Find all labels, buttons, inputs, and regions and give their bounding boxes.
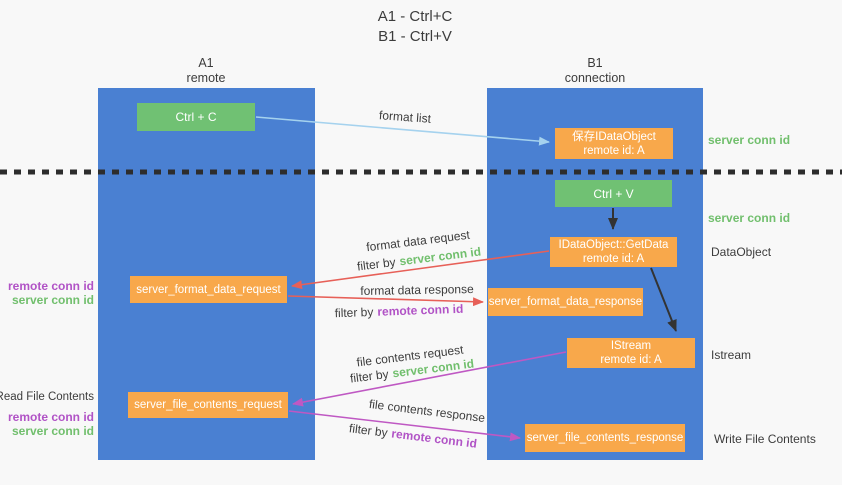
node-server-format-data-request: server_format_data_request bbox=[130, 276, 287, 303]
label-server-conn-id-format: server conn id bbox=[11, 293, 94, 307]
node-save-idataobject-line1: 保存IDataObject bbox=[572, 130, 656, 143]
node-ctrl-c: Ctrl + C bbox=[137, 103, 255, 131]
node-ctrl-c-label: Ctrl + C bbox=[175, 110, 217, 124]
lane-b1-title: B1 bbox=[587, 56, 603, 70]
filter-prefix: filter by bbox=[349, 366, 390, 386]
filter-key-remote-conn-id: remote conn id bbox=[390, 426, 478, 451]
title-line-2: B1 - Ctrl+V bbox=[378, 28, 452, 45]
filter-prefix: filter by bbox=[334, 304, 374, 321]
node-idataobject-getdata: IDataObject::GetData remote id: A bbox=[550, 237, 677, 267]
lane-a1-title: A1 bbox=[198, 56, 214, 70]
node-server-format-data-response-label: server_format_data_response bbox=[488, 296, 643, 308]
node-istream-line1: IStream bbox=[610, 340, 652, 352]
node-server-file-contents-request-label: server_file_contents_request bbox=[134, 399, 282, 411]
lane-b1-header: B1 connection bbox=[535, 56, 655, 86]
label-server-conn-id-mid: server conn id bbox=[708, 211, 791, 225]
node-ctrl-v: Ctrl + V bbox=[555, 180, 672, 207]
node-istream: IStream remote id: A bbox=[567, 338, 695, 368]
filter-prefix: filter by bbox=[348, 421, 389, 440]
title-line-1: A1 - Ctrl+C bbox=[377, 8, 453, 25]
label-server-conn-id-top: server conn id bbox=[708, 133, 791, 147]
lane-b1-subtitle: connection bbox=[564, 71, 626, 85]
label-remote-conn-id-file: remote conn id bbox=[7, 410, 94, 424]
label-server-conn-id-file: server conn id bbox=[11, 424, 94, 438]
node-idataobject-getdata-line1: IDataObject::GetData bbox=[558, 239, 669, 251]
node-server-file-contents-request: server_file_contents_request bbox=[128, 392, 288, 418]
filter-key-remote-conn-id: remote conn id bbox=[377, 301, 464, 319]
node-server-file-contents-response-label: server_file_contents_response bbox=[526, 432, 684, 444]
node-save-idataobject-line2: remote id: A bbox=[583, 144, 645, 157]
node-server-format-data-request-label: server_format_data_request bbox=[136, 283, 281, 296]
label-write-file-contents: Write File Contents bbox=[714, 432, 816, 446]
filter-prefix: filter by bbox=[356, 254, 397, 274]
node-save-idataobject: 保存IDataObject remote id: A bbox=[555, 128, 673, 159]
label-istream: Istream bbox=[711, 348, 752, 362]
lane-a1-subtitle: remote bbox=[186, 71, 226, 85]
label-remote-conn-id-format: remote conn id bbox=[7, 279, 94, 293]
label-dataobject: DataObject bbox=[711, 245, 772, 259]
diagram-title: A1 - Ctrl+C B1 - Ctrl+V bbox=[300, 7, 530, 47]
label-read-file-contents: Read File Contents bbox=[0, 391, 94, 403]
node-idataobject-getdata-line2: remote id: A bbox=[582, 253, 645, 265]
lane-a1-header: A1 remote bbox=[146, 56, 266, 86]
node-istream-line2: remote id: A bbox=[600, 354, 662, 366]
node-ctrl-v-label: Ctrl + V bbox=[593, 186, 634, 201]
node-server-format-data-response: server_format_data_response bbox=[488, 288, 643, 316]
node-server-file-contents-response: server_file_contents_response bbox=[525, 424, 685, 452]
